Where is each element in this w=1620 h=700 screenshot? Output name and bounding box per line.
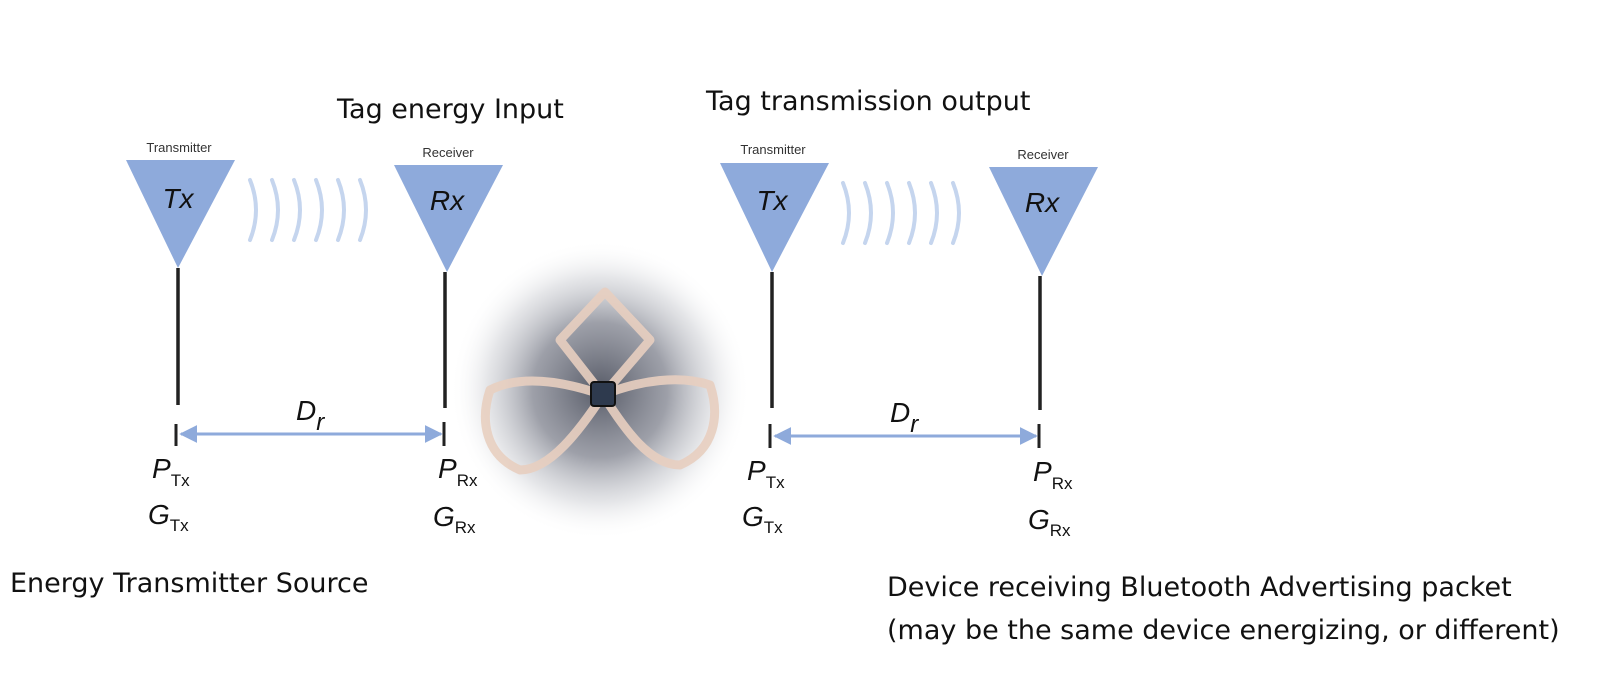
receiver-symbol: Rx (430, 185, 465, 216)
receiver-antenna-icon (989, 167, 1098, 276)
transmitter-power-label: PTx (152, 453, 190, 490)
radio-waves-icon (248, 178, 368, 242)
transmitter-gain-label: GTx (742, 501, 783, 537)
tag-image (450, 240, 750, 540)
distance-label: Dr (296, 395, 325, 436)
receiver-gain-label: GRx (433, 501, 476, 537)
transmitter-caption: Transmitter (146, 140, 212, 155)
distance-label: Dr (890, 397, 919, 438)
tag-transmission-output-heading: Tag transmission output (705, 86, 1030, 117)
tag-antenna-coil (480, 287, 720, 475)
receiver-caption: Receiver (422, 145, 474, 160)
transmitter-symbol: Tx (756, 185, 788, 216)
transmitter-gain-label: GTx (148, 499, 189, 535)
receiver-power-label: PRx (1033, 456, 1073, 493)
transmitter-power-label: PTx (747, 455, 785, 492)
receiving-device-caption-line1: Device receiving Bluetooth Advertising p… (887, 572, 1512, 603)
radio-waves-icon (841, 181, 961, 245)
receiver-caption: Receiver (1017, 147, 1069, 162)
tag-energy-input-heading: Tag energy Input (336, 94, 564, 125)
receiver-power-label: PRx (438, 453, 478, 490)
transmitter-antenna-icon (126, 160, 235, 268)
transmitter-caption: Transmitter (740, 142, 806, 157)
tag-chip (590, 381, 616, 407)
link-2: Transmitter Tx Receiver Rx Dr PTx GTx PR… (720, 142, 1098, 540)
link-1: Transmitter Tx Receiver Rx Dr PTx GTx PR… (126, 140, 503, 537)
energy-source-caption: Energy Transmitter Source (10, 568, 369, 599)
receiver-symbol: Rx (1025, 187, 1060, 218)
receiver-gain-label: GRx (1028, 504, 1071, 540)
transmitter-symbol: Tx (162, 183, 194, 214)
transmitter-antenna-icon (720, 163, 829, 272)
receiver-antenna-icon (394, 165, 503, 272)
receiving-device-caption-line2: (may be the same device energizing, or d… (887, 615, 1560, 646)
